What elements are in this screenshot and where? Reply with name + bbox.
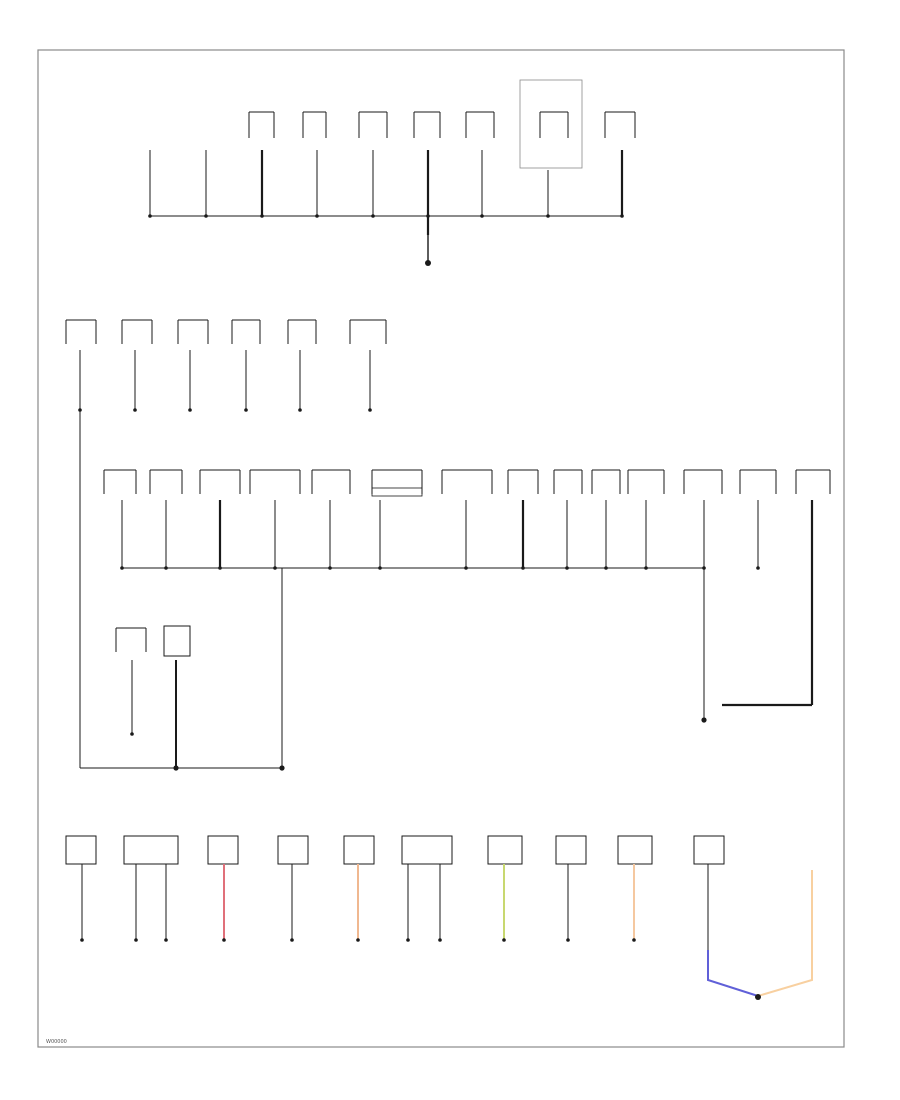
- section-top-ground-bus: [149, 79, 636, 262]
- section-top-splices: [148, 214, 624, 266]
- diagram-frame: [37, 49, 845, 1048]
- section-bottom-colored-wires: [223, 864, 813, 997]
- section-middle-splices: [78, 408, 760, 771]
- section-bottom-grounds: [65, 835, 725, 950]
- ground-point-g101: [425, 260, 431, 266]
- ground-point-g201: [173, 765, 179, 771]
- ground-point-g203: [701, 717, 707, 723]
- footer-code: W00000: [46, 1039, 67, 1045]
- section-middle-ground-bus: [65, 319, 831, 769]
- section-bottom-terminals: [80, 938, 761, 1000]
- ground-point-g301: [755, 994, 761, 1000]
- ground-point-g202: [279, 765, 285, 771]
